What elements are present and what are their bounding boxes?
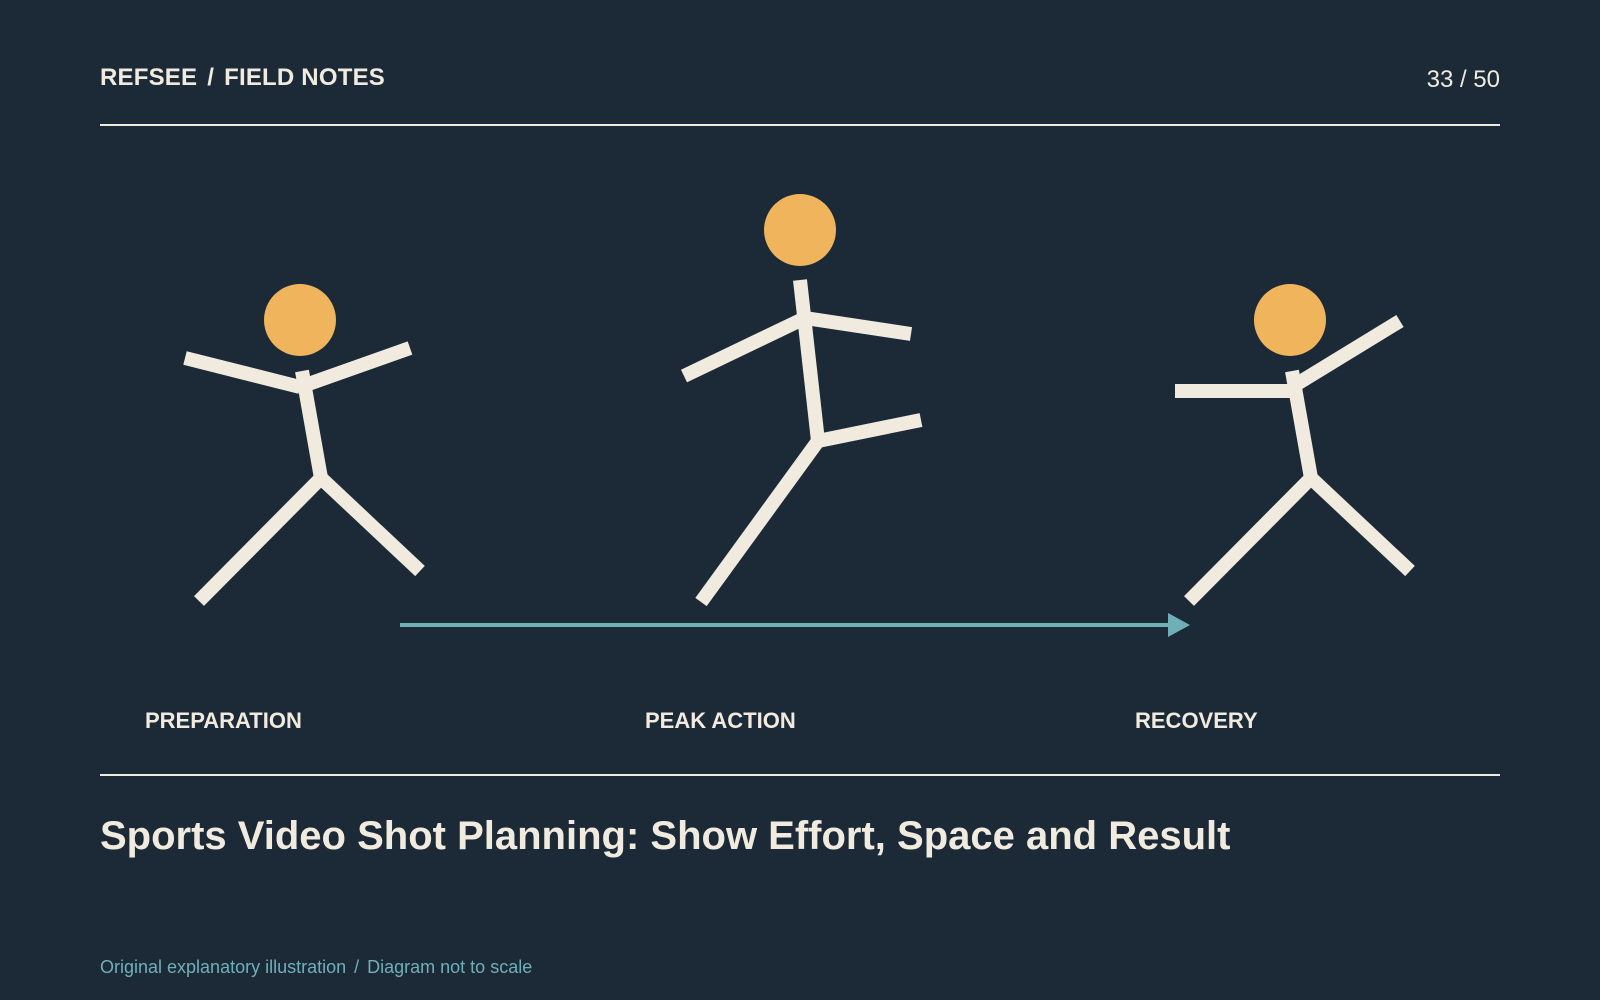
motion-arrow-head bbox=[1168, 613, 1190, 637]
page-counter: 33 / 50 bbox=[1426, 66, 1500, 93]
figure-preparation-head bbox=[264, 284, 336, 356]
header-brand: REFSEE / FIELD NOTES bbox=[100, 64, 385, 92]
figure-peak-action bbox=[680, 194, 923, 607]
figure-peak-action-leg-kick bbox=[816, 413, 923, 448]
title-divider bbox=[100, 774, 1500, 776]
figure-recovery-leg-right bbox=[1306, 472, 1415, 577]
figure-peak-action-leg-plant bbox=[695, 436, 824, 607]
footnote-separator: / bbox=[354, 957, 360, 977]
footnote: Original explanatory illustration / Diagra… bbox=[100, 957, 532, 978]
brand-name: REFSEE bbox=[100, 64, 198, 91]
figure-preparation-arm-left bbox=[183, 351, 302, 394]
motion-arrow bbox=[400, 613, 1190, 637]
phase-label-preparation: PREPARATION bbox=[145, 708, 302, 733]
figure-preparation bbox=[183, 284, 425, 606]
figure-preparation-leg-left bbox=[194, 473, 326, 606]
figure-recovery-leg-left bbox=[1184, 473, 1316, 606]
footnote-scale-note: Diagram not to scale bbox=[367, 957, 533, 977]
figure-recovery-head bbox=[1254, 284, 1326, 356]
figure-preparation-arm-right bbox=[297, 341, 413, 394]
phase-label-recovery: RECOVERY bbox=[1135, 708, 1258, 733]
figure-preparation-leg-right bbox=[316, 472, 425, 577]
figure-peak-action-arm-right bbox=[803, 311, 913, 341]
footnote-note: Original explanatory illustration bbox=[100, 957, 347, 977]
figure-peak-action-head bbox=[764, 194, 836, 266]
phase-label-peak-action: PEAK ACTION bbox=[645, 708, 796, 733]
section-name: FIELD NOTES bbox=[224, 64, 385, 91]
figure-recovery-arm-right bbox=[1288, 315, 1404, 393]
header-divider bbox=[100, 124, 1500, 126]
figure-peak-action-arm-left bbox=[680, 311, 809, 383]
header-separator: / bbox=[207, 64, 215, 91]
figure-recovery bbox=[1175, 284, 1415, 606]
slide-title: Sports Video Shot Planning: Show Effort,… bbox=[100, 814, 1231, 858]
figure-peak-action-torso bbox=[793, 279, 825, 442]
